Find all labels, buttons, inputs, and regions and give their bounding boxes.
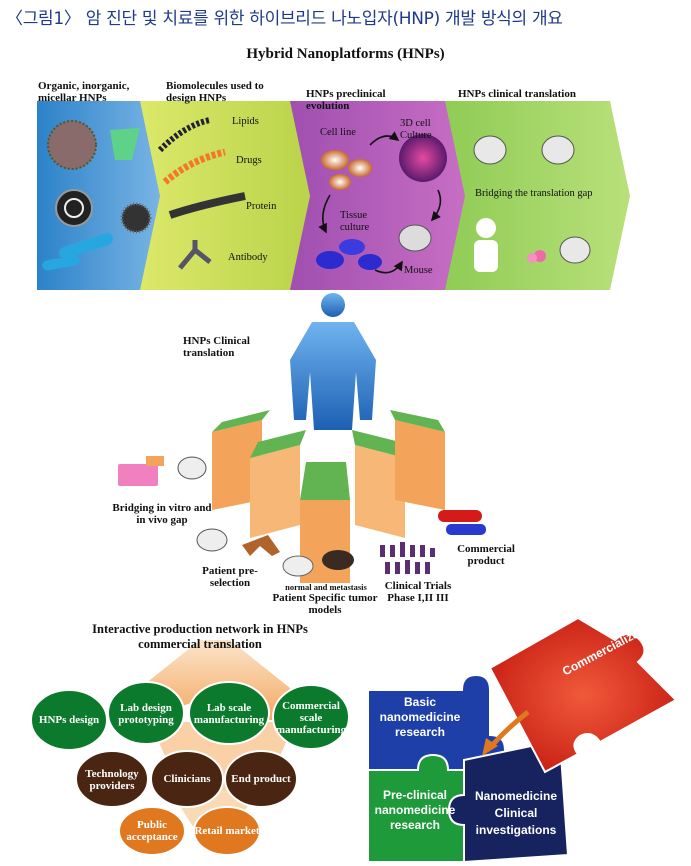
protein-icon	[168, 192, 246, 219]
section-biomolecules-bg	[140, 101, 312, 290]
mouse-icon-2	[473, 135, 507, 165]
item-mouse: Mouse	[404, 265, 433, 276]
stage-normal-metastasis: normal and metastasis	[285, 582, 367, 592]
node-label-clinicians: Clinicians	[163, 773, 211, 785]
node-label-commercial-scale: Commercial scale manufacturing	[275, 700, 347, 736]
dog-icon	[242, 535, 280, 556]
item-3d-culture: 3D cell Culture	[400, 118, 432, 141]
node-end-product	[224, 750, 298, 808]
node-label-technology-providers: Technology providers	[85, 768, 139, 792]
stage-tumor-models: Patient Specific tumor models	[272, 592, 378, 616]
spiky-particle-icon	[120, 202, 152, 234]
3d-culture-icon	[399, 134, 447, 182]
mouse-icon-4	[559, 236, 591, 264]
puzzle-commercialization	[488, 616, 678, 774]
puzzle-label-clinical: Nanomedicine Clinical investigations	[474, 789, 558, 837]
antibody-icon	[178, 240, 212, 270]
drugs-icon	[162, 148, 226, 185]
section-preclinical-title: HNPs preclinical evolution	[306, 88, 386, 112]
node-public-acceptance	[118, 806, 186, 856]
item-cell-line: Cell line	[320, 127, 356, 138]
lipids-icon	[157, 117, 211, 153]
tissue-culture-icon	[316, 251, 344, 269]
puzzle-preclinical-research	[367, 753, 465, 863]
puzzle-clinical-investigations	[447, 738, 570, 864]
section-organic-title: Organic, inorganic, micellar HNPs	[38, 80, 130, 104]
node-clinicians	[150, 750, 224, 808]
rat-icon	[322, 550, 354, 570]
item-drugs: Drugs	[236, 155, 262, 166]
human-body-figure	[290, 293, 376, 430]
section-biomolecules-title: Biomolecules used to design HNPs	[166, 80, 264, 104]
node-label-end-product: End product	[231, 773, 291, 785]
network-title: Interactive production network in HNPs c…	[92, 622, 308, 651]
human-icon	[476, 218, 496, 238]
mouse-icon-6	[196, 528, 228, 552]
item-protein: Protein	[246, 201, 277, 212]
stage-bridging: Bridging in vitro and in vivo gap	[112, 502, 212, 526]
cell-icon	[321, 150, 349, 170]
node-label-hnps-design: HNPs design	[38, 714, 100, 726]
mouse-icon-3	[541, 135, 575, 165]
stage-commercial-product: Commercial product	[457, 543, 515, 567]
node-label-retail-market: Retail market	[194, 825, 260, 837]
pill-icon	[438, 510, 482, 522]
node-technology-providers	[75, 750, 149, 808]
node-lab-scale-manufacturing	[188, 681, 270, 745]
green-nanoplatform-icon	[110, 128, 140, 160]
mouse-icon-7	[282, 555, 314, 577]
section-clinical-title: HNPs clinical translation	[458, 88, 576, 100]
mouse-icon	[398, 224, 432, 252]
node-label-lab-design: Lab design prototyping	[118, 702, 174, 726]
node-label-public-acceptance: Public acceptance	[126, 819, 178, 843]
node-label-lab-scale: Lab scale manufacturing	[193, 702, 265, 726]
node-hnps-design	[30, 689, 108, 751]
node-commercial-scale-manufacturing	[272, 684, 350, 750]
nanoparticle-icon	[47, 120, 97, 170]
puzzle-label-preclinical: Pre-clinical nanomedicine research	[374, 788, 456, 832]
item-lipids: Lipids	[232, 116, 259, 127]
stage-clinical-trials: Clinical Trials Phase I,II III	[384, 580, 452, 604]
middle-panel-title: HNPs Clinical translation	[183, 335, 250, 359]
item-tissue-culture: Tissue culture	[340, 210, 370, 233]
item-antibody: Antibody	[228, 252, 268, 263]
node-lab-design-prototyping	[107, 681, 185, 745]
figure-caption: 〈그림1〉 암 진단 및 치료를 위한 하이브리드 나노입자(HNP) 개발 방…	[6, 9, 563, 29]
node-retail-market	[193, 806, 261, 856]
well-plate-icon	[118, 464, 158, 486]
puzzle-label-basic: Basic nanomedicine research	[379, 695, 461, 739]
rod-particle-icon	[59, 233, 113, 259]
mouse-icon-5	[177, 456, 207, 480]
clinical-trials-people-icon	[380, 542, 435, 574]
top-panel-title: Hybrid Nanoplatforms (HNPs)	[246, 46, 445, 62]
micelle-icon	[55, 189, 93, 227]
stage-patient-preselection: Patient pre-selection	[202, 565, 258, 589]
item-bridging-gap: Bridging the translation gap	[475, 188, 593, 199]
